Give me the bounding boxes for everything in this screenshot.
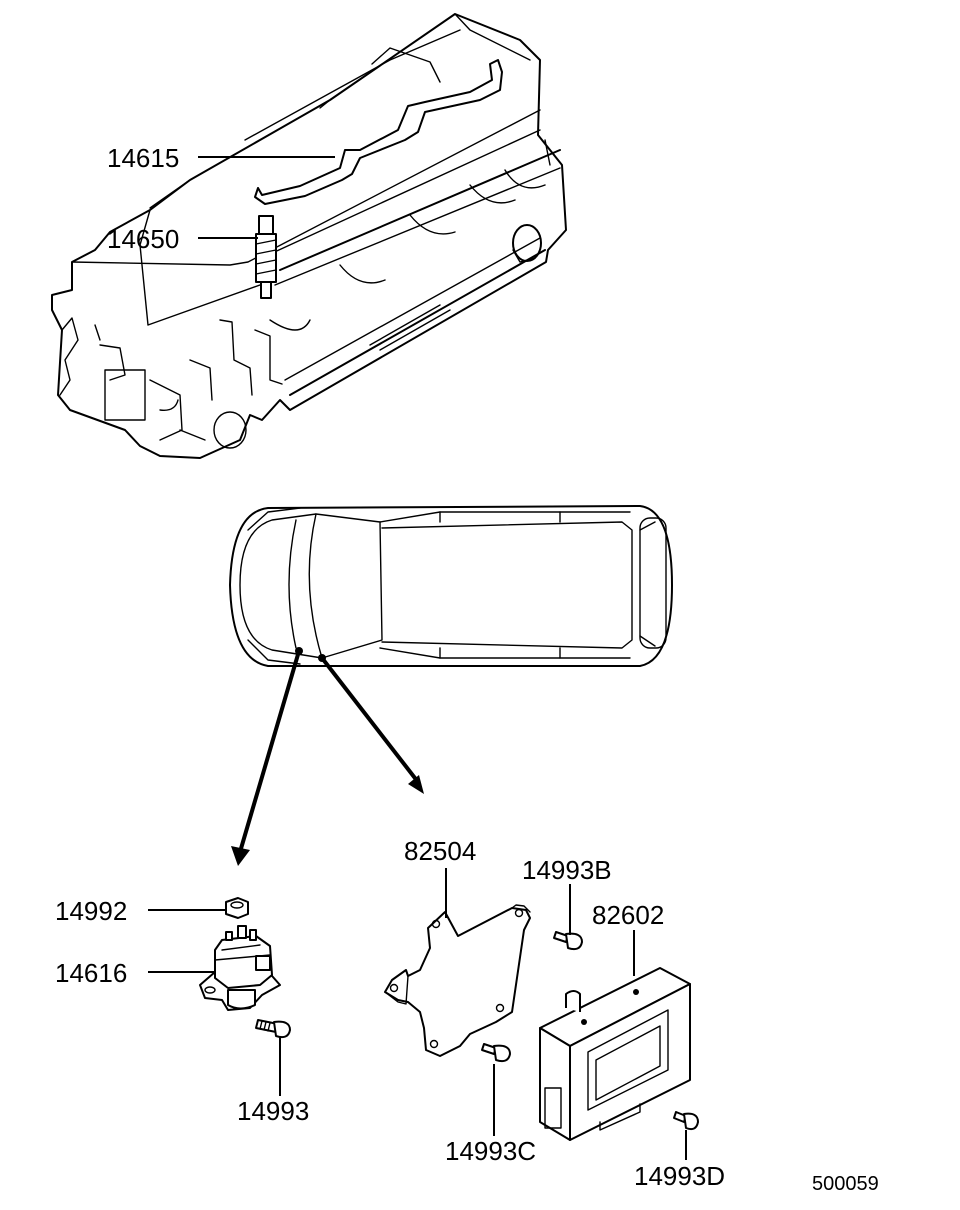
control-unit <box>539 967 691 1141</box>
bracket <box>384 904 531 1057</box>
leader-lines <box>148 156 687 1160</box>
screw-c <box>481 1043 511 1063</box>
label-14615: 14615 <box>107 143 180 173</box>
relay-assembly <box>199 897 291 1039</box>
label-14992: 14992 <box>55 896 128 926</box>
label-82602: 82602 <box>592 900 665 930</box>
label-14616: 14616 <box>55 958 128 988</box>
screw-b <box>553 931 583 951</box>
label-14993D: 14993D <box>634 1161 726 1191</box>
label-14650: 14650 <box>107 224 180 254</box>
vehicle-top-view <box>229 505 673 667</box>
engine-block <box>51 13 567 459</box>
label-82504: 82504 <box>404 836 477 866</box>
label-14993B: 14993B <box>522 855 612 885</box>
bolt <box>255 1019 291 1039</box>
label-14993: 14993 <box>237 1096 310 1126</box>
location-arrows <box>231 650 424 866</box>
glow-plug <box>255 215 277 299</box>
diagram-reference-number: 500059 <box>812 1173 879 1195</box>
nut <box>225 897 249 919</box>
label-14993C: 14993C <box>445 1136 537 1166</box>
screw-d <box>673 1111 699 1131</box>
